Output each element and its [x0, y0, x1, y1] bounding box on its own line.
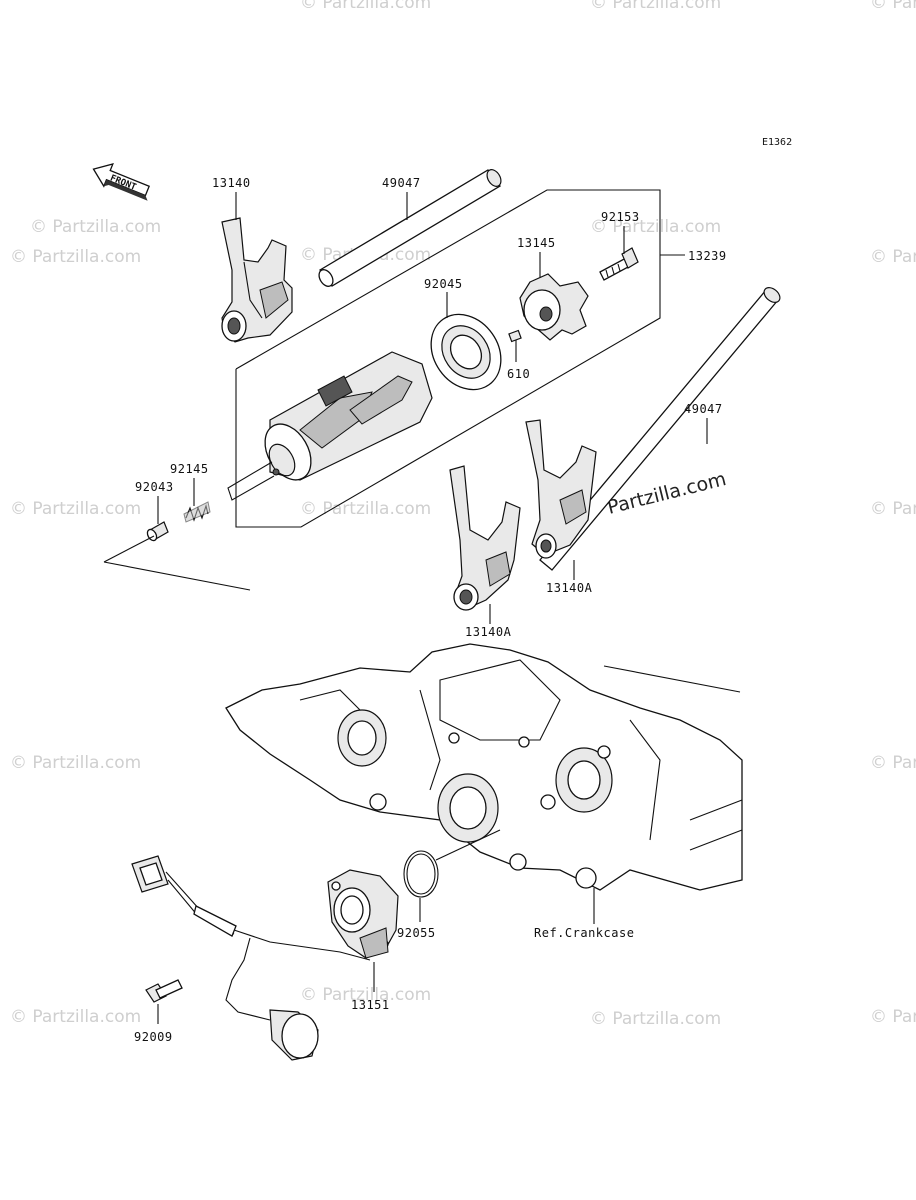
part-labels: 13140 49047 92153 13145 13239 92045 610 …: [134, 176, 727, 1044]
drum-cam-13145: [519, 273, 589, 341]
watermark: © Partzilla.com: [870, 0, 916, 13]
watermark: © Partzilla.com: [590, 217, 721, 237]
label-13140A-right[interactable]: 13140A: [546, 581, 593, 595]
label-92055[interactable]: 92055: [397, 926, 436, 940]
label-92045[interactable]: 92045: [424, 277, 463, 291]
watermark: © Partzilla.com: [870, 753, 916, 773]
watermark: © Partzilla.com: [10, 753, 141, 773]
label-92153[interactable]: 92153: [601, 210, 640, 224]
shift-fork-13140: [221, 217, 293, 343]
watermark: © Partzilla.com: [870, 1007, 916, 1027]
bearing-92045: [430, 313, 502, 391]
o-ring-92055: [403, 850, 439, 898]
watermark: © Partzilla.com: [300, 0, 431, 13]
sensor-wire: [131, 855, 371, 1061]
watermark: © Partzilla.com: [300, 499, 431, 519]
bolt-92009: [145, 979, 183, 1003]
label-13140A-left[interactable]: 13140A: [465, 625, 512, 639]
watermark: © Partzilla.com: [870, 247, 916, 267]
shift-rod-49047-right: [539, 287, 781, 571]
spring-92145: [183, 501, 211, 523]
label-13145[interactable]: 13145: [517, 236, 556, 250]
label-92009[interactable]: 92009: [134, 1030, 173, 1044]
assembly-bracket: [235, 189, 661, 528]
shift-fork-13140A-left: [449, 465, 521, 611]
crankcase: [225, 643, 743, 891]
label-13239[interactable]: 13239: [688, 249, 727, 263]
label-13140[interactable]: 13140: [212, 176, 251, 190]
label-49047-top[interactable]: 49047: [382, 176, 421, 190]
shift-rod-49047-top: [318, 169, 502, 287]
label-ref-crankcase[interactable]: Ref.Crankcase: [534, 926, 634, 940]
shift-fork-13140A-right: [525, 419, 597, 559]
label-49047-right[interactable]: 49047: [684, 402, 723, 416]
gear-sensor-13151: [327, 869, 399, 959]
label-610[interactable]: 610: [507, 367, 530, 381]
watermark: © Partzilla.com: [590, 1009, 721, 1029]
watermark: © Partzilla.com: [300, 985, 431, 1005]
watermark: © Partzilla.com: [10, 499, 141, 519]
label-92145[interactable]: 92145: [170, 462, 209, 476]
watermark: © Partzilla.com: [870, 499, 916, 519]
watermark: © Partzilla.com: [10, 1007, 141, 1027]
watermark: © Partzilla.com: [590, 0, 721, 13]
watermark: © Partzilla.com: [10, 247, 141, 267]
label-92043[interactable]: 92043: [135, 480, 174, 494]
shift-drum: [227, 351, 433, 501]
watermark: © Partzilla.com: [30, 217, 161, 237]
bolt-92153: [599, 247, 639, 281]
leader-lines: [157, 192, 708, 1024]
diagram-code: E1362: [762, 137, 792, 148]
pin-610: [508, 329, 522, 343]
front-arrow-icon: FRONT: [92, 163, 151, 201]
label-13151[interactable]: 13151: [351, 998, 390, 1012]
